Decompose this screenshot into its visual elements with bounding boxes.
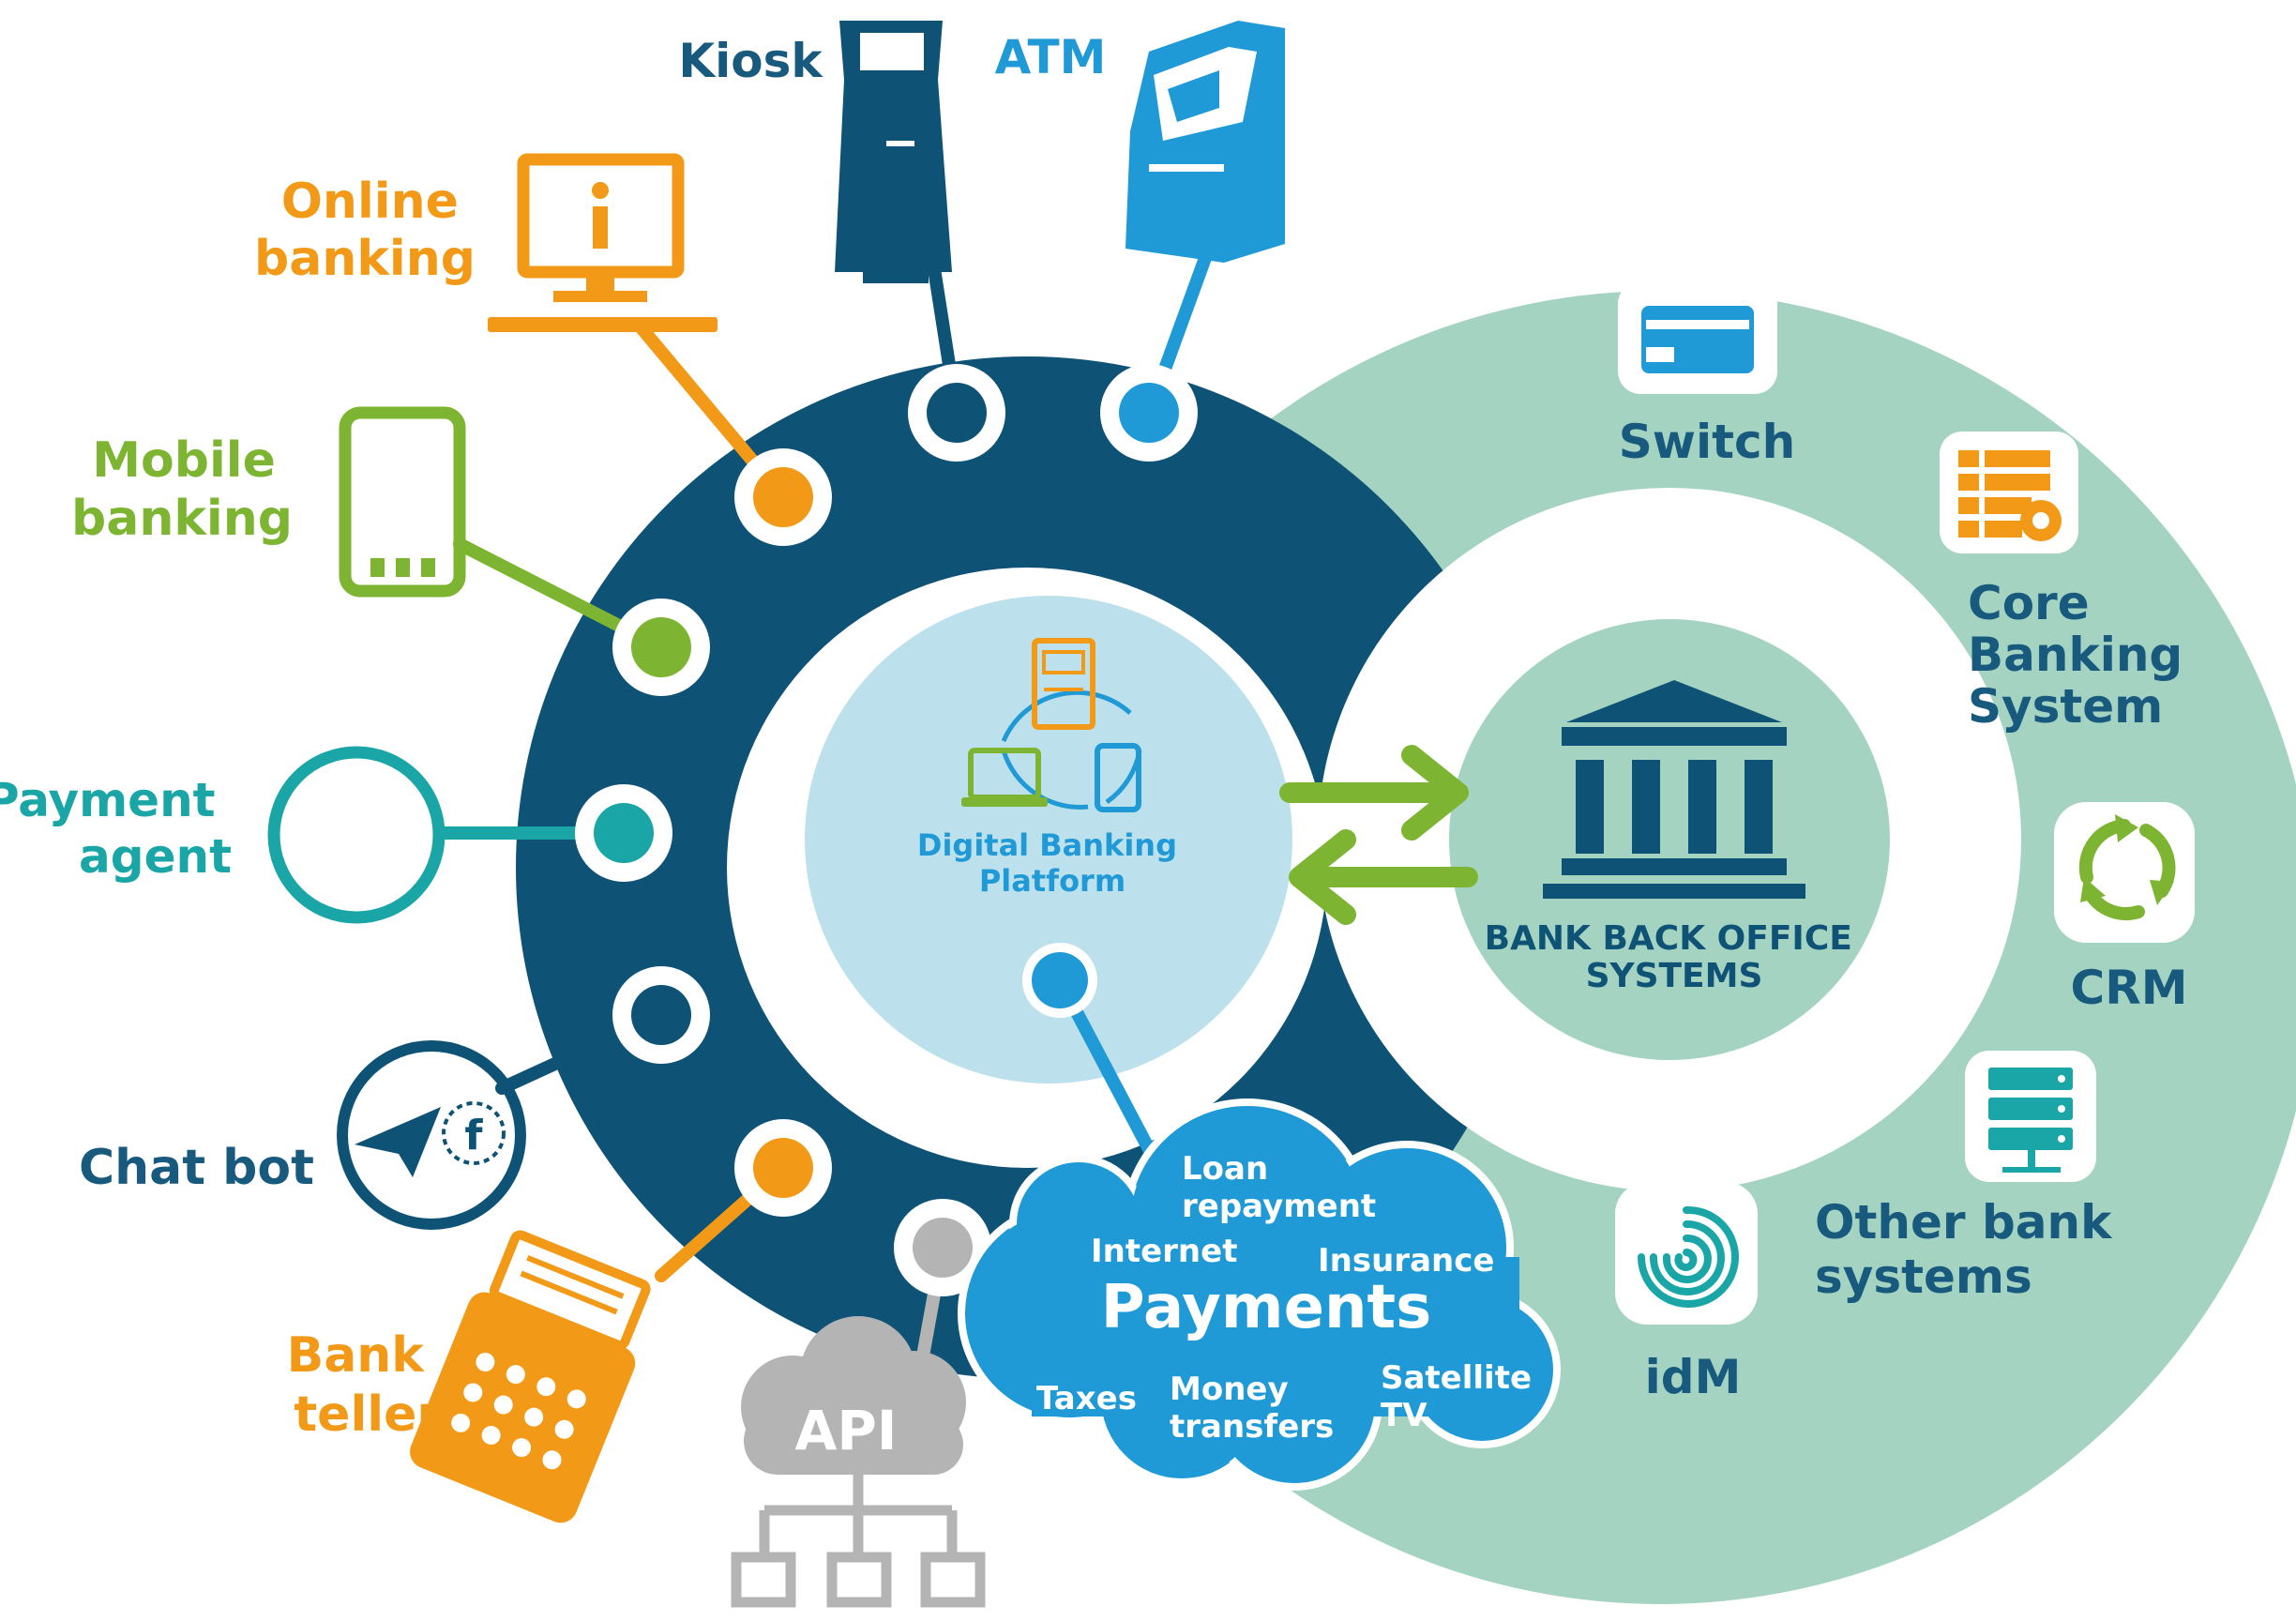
atm-node	[1119, 383, 1179, 443]
other-systems-label: Other bank systems	[1815, 1195, 2128, 1304]
card-icon	[1618, 281, 1777, 394]
chat-bot-label: Chat bot	[79, 1140, 314, 1196]
atm-label: ATM	[995, 30, 1107, 84]
kiosk-label: Kiosk	[678, 34, 823, 88]
cloud-network-icon	[731, 1316, 986, 1608]
ring-icon	[267, 746, 446, 924]
payments-money-label: Money transfers	[1170, 1371, 1334, 1446]
switch-label: Switch	[1619, 415, 1795, 469]
payments-insurance-label: Insurance	[1318, 1242, 1494, 1280]
teller-node	[753, 1138, 813, 1198]
payments-title: Payments	[1101, 1273, 1431, 1342]
payments-taxes-label: Taxes	[1036, 1380, 1137, 1417]
api-node	[913, 1218, 973, 1278]
online-banking-label: Online banking	[254, 174, 476, 287]
crm-label: CRM	[2071, 961, 2188, 1015]
bank-building-icon	[1543, 680, 1805, 899]
idm-label: idM	[1645, 1350, 1742, 1404]
atm-icon	[1125, 21, 1285, 263]
payments-loan-label: Loan repayment	[1182, 1150, 1376, 1225]
connector-nodes	[575, 364, 1198, 1296]
mobile-node	[631, 617, 691, 677]
agent-node	[594, 803, 654, 863]
svg-text:f: f	[464, 1112, 483, 1159]
kiosk-node	[927, 383, 987, 443]
platform-label: Digital Banking Platform	[917, 827, 1187, 899]
pos-terminal-icon	[410, 1230, 651, 1523]
back-office-label: BANK BACK OFFICE SYSTEMS	[1485, 919, 1865, 995]
bank-teller-label: Bank teller	[287, 1327, 442, 1443]
kiosk-icon	[835, 21, 952, 283]
chat-node	[631, 985, 691, 1045]
recycle-icon	[2054, 802, 2195, 943]
mobile-banking-label: Mobile banking	[71, 432, 293, 547]
core-banking-label: Core Banking System	[1968, 576, 2199, 734]
online-node	[753, 467, 813, 527]
fingerprint-icon	[1615, 1182, 1758, 1325]
smartphone-icon	[339, 406, 466, 598]
payments-cloud-fill	[966, 1107, 1552, 1482]
table-gear-icon	[1940, 432, 2078, 553]
payments-satellite-label: Satellite TV	[1381, 1359, 1543, 1434]
desktop-info-icon	[488, 153, 718, 332]
exchange-arrows	[1279, 745, 1478, 925]
payment-agent-label: Payment agent	[0, 773, 232, 884]
telegram-facebook-icon: f	[337, 1040, 526, 1230]
server-icon	[1965, 1051, 2096, 1182]
platform-core	[805, 596, 1292, 1083]
api-label: API	[795, 1399, 898, 1462]
platform-devices-icon	[961, 638, 1142, 812]
payments-internet-label: Internet	[1091, 1233, 1237, 1270]
payments-node	[1032, 952, 1088, 1008]
